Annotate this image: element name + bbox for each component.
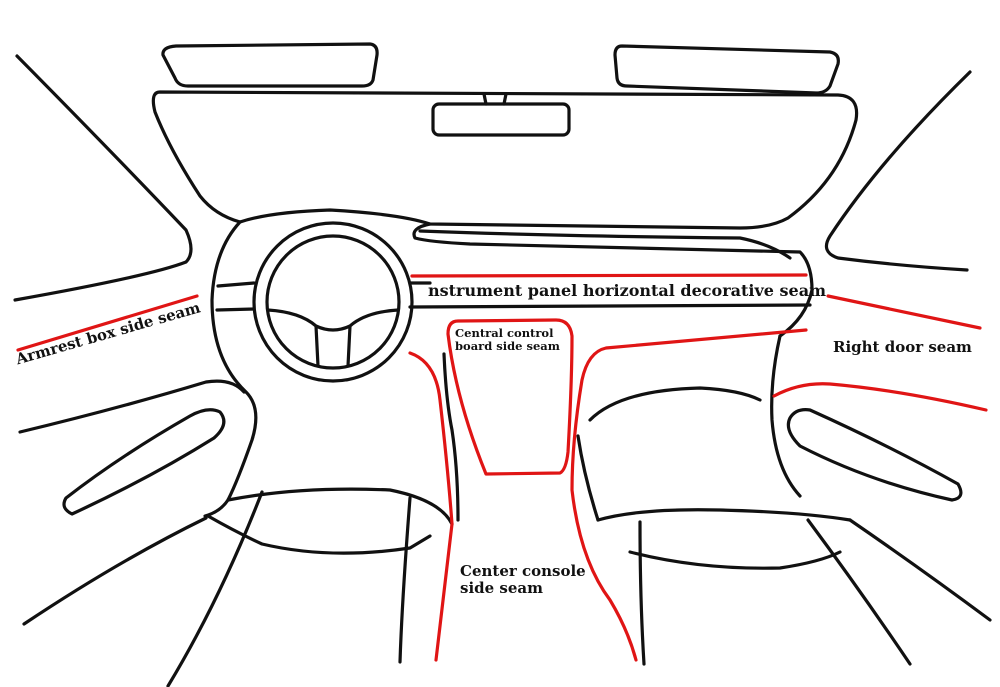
center-console-line-1: Center console — [460, 562, 586, 580]
right-door-lower — [848, 518, 992, 622]
central-control-line-2: board side seam — [455, 339, 560, 354]
mirror-stem — [482, 92, 508, 106]
left-seat-top — [226, 487, 454, 526]
left-a-pillar — [13, 54, 193, 302]
left-seat-side-1 — [166, 490, 264, 687]
center-console-seam-left-line — [408, 351, 454, 662]
dashboard-left — [203, 220, 258, 518]
right-console-curve — [576, 434, 600, 522]
left-door-handle — [62, 408, 226, 516]
right-console-wing — [588, 386, 762, 422]
right-sun-visor — [613, 44, 840, 95]
dash-line-lower-left — [215, 307, 256, 312]
right-seat-back — [628, 550, 842, 570]
left-door-lower — [22, 516, 208, 626]
center-console-seam-label: Center console side seam — [460, 562, 586, 598]
central-control-board-seam-label: Central control board side seam — [455, 326, 560, 354]
left-door-upper-contour — [18, 379, 246, 434]
rearview-mirror — [431, 102, 571, 137]
dash-line-upper-left — [216, 281, 256, 288]
steering-wheel-spokes — [266, 308, 400, 368]
center-console-seam-right-line — [570, 328, 808, 662]
dash-line-right-mid — [408, 303, 812, 309]
left-seat-back — [206, 514, 432, 555]
right-seat-side-1 — [638, 520, 646, 666]
right-dash-curve — [770, 334, 802, 498]
right-seat-top — [596, 508, 852, 522]
dashboard-brow-line — [418, 229, 792, 260]
central-control-board-seam-line — [446, 318, 574, 476]
left-seat-side-2 — [398, 496, 412, 664]
steering-wheel-outer — [252, 221, 414, 383]
instrument-panel-seam-line — [410, 273, 808, 278]
windshield — [151, 90, 859, 230]
central-control-line-1: Central control — [455, 326, 554, 340]
instrument-panel-seam-label: nstrument panel horizontal decorative se… — [428, 281, 826, 300]
right-seat-side-2 — [806, 518, 912, 666]
right-door-seam-label: Right door seam — [833, 338, 972, 356]
steering-wheel-inner — [265, 234, 401, 370]
center-console-line-2: side seam — [460, 579, 543, 598]
armrest-box-side-seam-line — [16, 294, 199, 352]
left-sun-visor — [161, 42, 379, 88]
right-door-seam-upper-line — [826, 294, 982, 330]
console-left-edge — [442, 352, 460, 522]
right-door-seam-lower-line — [772, 382, 988, 412]
right-a-pillar — [824, 70, 972, 272]
right-door-handle — [786, 408, 963, 502]
